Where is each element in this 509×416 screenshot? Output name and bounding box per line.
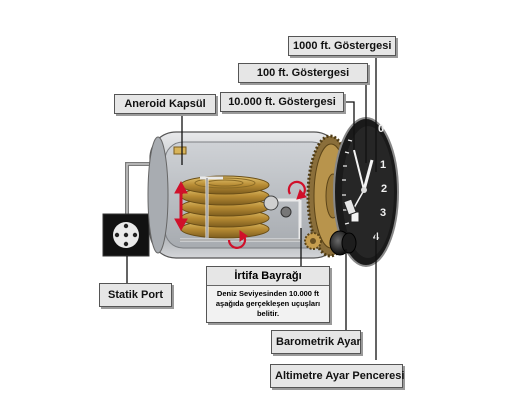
label-barometric-setting: Barometrik Ayar	[271, 330, 361, 354]
altimeter-dial: 0 1 2 3 4	[333, 117, 399, 267]
label-1000ft-indicator: 1000 ft. Göstergesi	[288, 36, 396, 56]
callout-altitude-flag: İrtifa Bayrağı Deniz Seviyesinden 10.000…	[206, 266, 330, 323]
dial-digit-1: 1	[380, 159, 386, 171]
dial-digit-2: 2	[381, 183, 387, 195]
label-static-port: Statik Port	[99, 283, 172, 307]
dial-digit-0: 0	[378, 123, 384, 135]
motion-arrows	[174, 180, 307, 249]
barometric-knob	[329, 230, 357, 256]
aneroid-capsule	[180, 175, 270, 239]
needle-10000	[353, 149, 365, 191]
dial-digit-3: 3	[380, 207, 386, 219]
static-port	[102, 213, 150, 257]
altitude-flag-title: İrtifa Bayrağı	[207, 267, 329, 286]
small-gear	[304, 232, 322, 250]
needle-1000	[362, 159, 374, 191]
label-100ft-indicator: 100 ft. Göstergesi	[238, 63, 368, 83]
leader-lines	[126, 46, 377, 360]
label-altimeter-window: Altimetre Ayar Penceresi	[270, 364, 404, 388]
label-aneroid-capsule: Aneroid Kapsül	[114, 94, 216, 114]
label-10000ft-indicator: 10.000 ft. Göstergesi	[220, 92, 344, 112]
altitude-flag-description: Deniz Seviyesinden 10.000 ft aşağıda ger…	[207, 286, 329, 322]
